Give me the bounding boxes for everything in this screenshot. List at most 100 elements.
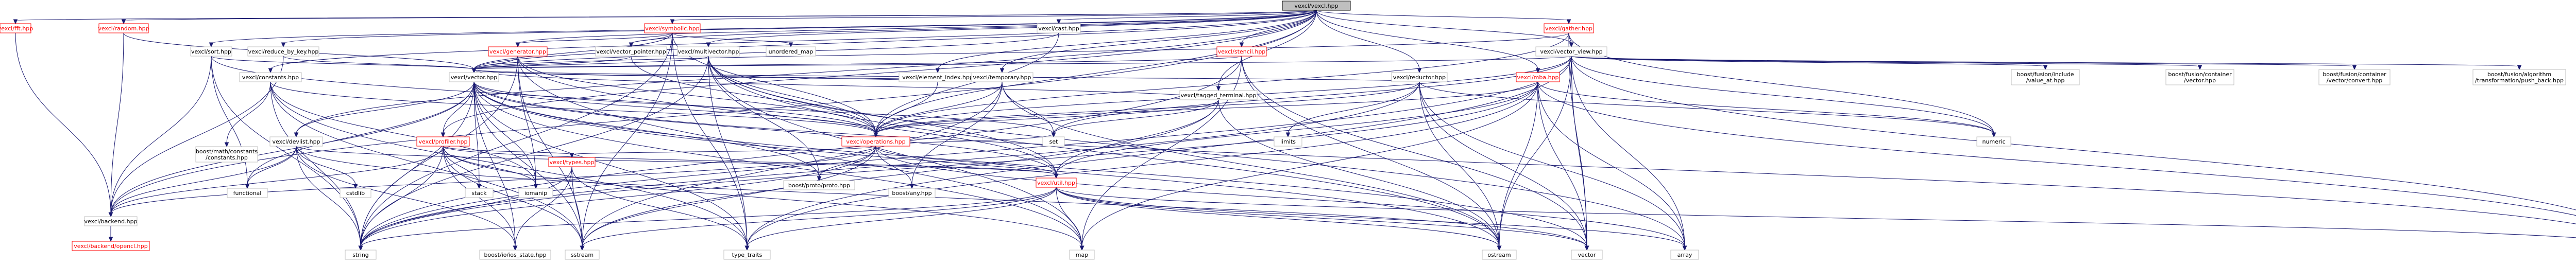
edge-multivector-to-operations — [708, 56, 878, 138]
edge-line — [443, 146, 1082, 247]
edge-arrowhead — [873, 132, 878, 138]
edge-line — [360, 146, 444, 247]
node-mba[interactable]: vexcl/mba.hpp — [1516, 72, 1560, 82]
node-reductor[interactable]: vexcl/reductor.hpp — [1391, 72, 1448, 82]
node-util[interactable]: vexcl/util.hpp — [1036, 178, 1077, 188]
node-random[interactable]: vexcl/random.hpp — [98, 23, 149, 33]
edge-line — [473, 56, 632, 70]
edge-vector_view-to-fusion_vector — [1571, 56, 2202, 70]
node-label: vexcl/temporary.hpp — [973, 74, 1031, 81]
node-stencil[interactable]: vexcl/stencil.hpp — [1216, 46, 1267, 57]
edge-line — [1058, 10, 1317, 21]
node-box — [195, 146, 258, 163]
node-box — [595, 46, 667, 57]
node-root[interactable]: vexcl/vexcl.hpp — [1282, 1, 1351, 11]
edge-util-to-map — [1056, 187, 1084, 251]
edge-constants-to-iomanip — [270, 81, 538, 189]
node-box — [72, 241, 150, 251]
edge-line — [582, 32, 673, 247]
node-label: array — [1677, 252, 1692, 258]
node-label: vexcl/tagged_terminal.hpp — [1181, 92, 1257, 99]
node-vector-pointer[interactable]: vexcl/vector_pointer.hpp — [595, 46, 667, 57]
edge-root-to-cast — [1056, 10, 1317, 25]
node-profiler[interactable]: vexcl/profiler.hpp — [416, 136, 470, 147]
edge-arrowhead — [513, 245, 518, 251]
node-box — [1391, 72, 1448, 82]
edge-line — [473, 10, 1317, 70]
edge-operations-to-backend — [108, 146, 876, 218]
node-multivector[interactable]: vexcl/multivector.hpp — [677, 46, 740, 57]
edge-operations-to-proto — [817, 146, 876, 182]
node-backend-opencl[interactable]: vexcl/backend/opencl.hpp — [72, 241, 150, 251]
edge-line — [473, 81, 876, 134]
edge-line — [571, 146, 876, 155]
node-element-index[interactable]: vexcl/element_index.hpp — [899, 72, 977, 82]
node-box — [269, 136, 323, 147]
node-box — [1216, 46, 1267, 57]
node-box — [1516, 72, 1560, 82]
edge-line — [473, 32, 1569, 70]
node-label: stack — [471, 190, 487, 197]
node-symbolic[interactable]: vexcl/symbolic.hpp — [644, 23, 701, 33]
edge-line — [582, 81, 1003, 247]
edge-mba-to-operations — [873, 81, 1538, 138]
node-box — [0, 23, 31, 33]
node-reduce-by-key[interactable]: vexcl/reduce_by_key.hpp — [247, 46, 319, 57]
edge-symbolic-to-generator — [515, 32, 673, 48]
edge-vector_view-to-fusion_convert — [1571, 56, 2357, 70]
node-box — [1670, 250, 1699, 260]
edge-line — [1056, 187, 2576, 238]
edge-arrowhead — [209, 42, 214, 48]
node-vector[interactable]: vexcl/vector.hpp — [449, 72, 499, 82]
edge-constants-to-operations — [270, 81, 878, 138]
node-label: vexcl/vexcl.hpp — [1294, 3, 1338, 9]
node-label: vexcl/profiler.hpp — [419, 138, 468, 145]
node-set: set — [1042, 136, 1065, 147]
node-label: map — [1076, 252, 1088, 258]
edge-vector-to-string — [358, 81, 474, 251]
node-fusion-convert: boost/fusion/container/vector/convert.hp… — [2318, 69, 2391, 85]
edge-line — [443, 146, 572, 155]
edge-arrowhead — [13, 19, 18, 25]
node-sort[interactable]: vexcl/sort.hpp — [190, 46, 232, 57]
node-generator[interactable]: vexcl/generator.hpp — [488, 46, 548, 57]
node-operations[interactable]: vexcl/operations.hpp — [841, 136, 910, 147]
edge-profiler-to-types — [443, 146, 574, 158]
node-fft[interactable]: vexcl/fft.hpp — [0, 23, 33, 33]
node-box — [239, 72, 302, 82]
node-tagged-terminal[interactable]: vexcl/tagged_terminal.hpp — [1179, 90, 1258, 100]
edge-line — [1218, 10, 1317, 88]
edge-arrowhead — [629, 42, 634, 48]
edge-line — [747, 81, 1538, 247]
node-box — [1544, 23, 1594, 33]
edge-arrowhead — [2352, 65, 2357, 70]
edge-vector-to-devlist — [294, 81, 474, 138]
edge-line — [875, 81, 1538, 134]
node-constants[interactable]: vexcl/constants.hpp — [239, 72, 302, 82]
node-backend[interactable]: vexcl/backend.hpp — [84, 216, 138, 226]
node-label: /vector.hpp — [2184, 77, 2216, 84]
node-cast[interactable]: vexcl/cast.hpp — [1037, 23, 1081, 33]
edge-symbolic-to-vector_pointer — [629, 32, 673, 48]
node-label: string — [352, 252, 369, 258]
edge-line — [270, 81, 361, 247]
node-box — [565, 250, 600, 260]
edge-line — [875, 81, 1003, 134]
edge-line — [582, 146, 876, 247]
node-cstdlib: cstdlib — [340, 188, 371, 198]
node-gather[interactable]: vexcl/gather.hpp — [1544, 23, 1594, 33]
node-array: array — [1670, 250, 1699, 260]
node-functional: functional — [227, 188, 268, 198]
edge-line — [473, 69, 938, 82]
edge-root-to-temporary — [999, 10, 1317, 74]
node-types[interactable]: vexcl/types.hpp — [548, 157, 596, 167]
node-devlist[interactable]: vexcl/devlist.hpp — [269, 136, 323, 147]
edge-generator-to-operations — [517, 56, 878, 138]
edge-reductor-to-numeric — [1419, 81, 1996, 138]
node-vector-view[interactable]: vexcl/vector_view.hpp — [1535, 46, 1607, 57]
node-temporary[interactable]: vexcl/temporary.hpp — [971, 72, 1033, 82]
edge-fft-to-backend — [15, 32, 113, 218]
edge-arrowhead — [2197, 65, 2202, 70]
edge-line — [1002, 81, 1500, 247]
